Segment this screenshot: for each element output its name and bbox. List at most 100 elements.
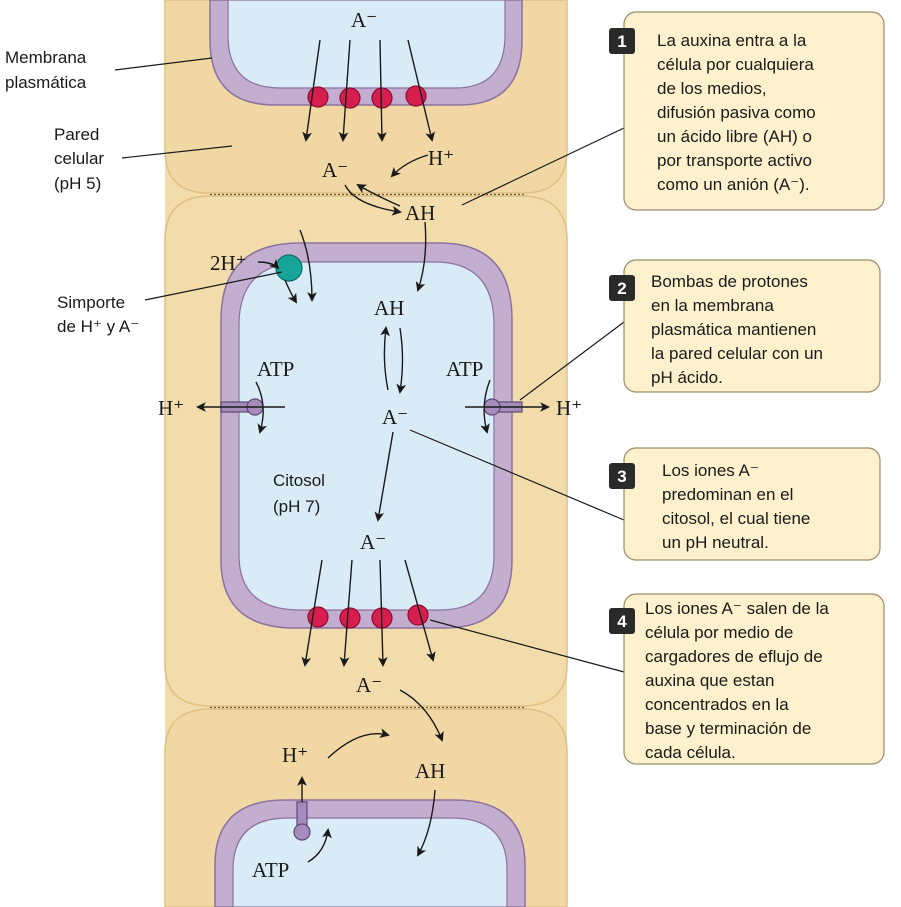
callout-3: 3 Los iones A⁻ predominan en el citosol,… (609, 447, 881, 561)
callout-number: 1 (617, 32, 626, 51)
arrow-atp-left (255, 381, 267, 434)
callout-line: Los iones A⁻ salen de la (645, 599, 829, 618)
callout-badge (609, 608, 635, 634)
label-atp-left: ATP (257, 357, 294, 381)
label-a-minus-top: A⁻ (351, 8, 377, 32)
arrow-efflux (339, 559, 353, 667)
callout-line: cargadores de eflujo de (645, 647, 823, 666)
symporter-protein (275, 254, 303, 282)
callout-number: 4 (617, 612, 627, 631)
arrow-efflux (377, 559, 388, 667)
middle-cell-cytosol (238, 261, 495, 611)
callout-line: Los iones A⁻ (662, 461, 759, 480)
arrow-a-to-ah-cyto (380, 326, 390, 391)
label-h-plus-left: H⁺ (158, 396, 184, 420)
leader-callout-3 (409, 429, 625, 521)
leader-symport (144, 271, 283, 301)
leader-lines (114, 57, 625, 673)
efflux-carrier (405, 85, 427, 107)
label-atp-right: ATP (446, 357, 483, 381)
callout-line: predominan en el (662, 485, 793, 504)
callout-line: un ácido libre (AH) o (657, 127, 812, 146)
label-a-minus-lower: A⁻ (360, 530, 386, 554)
callout-badge (609, 275, 635, 301)
arrow-ah-to-a-cyto (396, 327, 407, 394)
callout-line: concentrados en la (645, 695, 789, 714)
label-h-plus-wall: H⁺ (428, 146, 454, 170)
label-atp-bottom: ATP (252, 858, 289, 882)
callout-1: 1 La auxina entra a la célula por cualqu… (609, 11, 885, 211)
callout-number: 3 (617, 467, 626, 486)
label-simporte: Simporte (57, 293, 125, 312)
arrow-h-to-a-bottom (327, 728, 390, 759)
callout-line: difusión pasiva como (657, 103, 816, 122)
callout-line: citosol, el cual tiene (662, 509, 810, 528)
arrow-efflux (301, 559, 323, 667)
label-ah-wall: AH (405, 201, 435, 225)
callout-line: célula por medio de (645, 623, 793, 642)
label-simporte-ions: de H⁺ y A⁻ (57, 317, 139, 336)
label-membrana: Membrana (5, 48, 87, 67)
arrow-efflux (338, 39, 351, 142)
label-a-minus-cytosol: A⁻ (382, 405, 408, 429)
callout-4: 4 Los iones A⁻ salen de la célula por me… (609, 593, 885, 765)
arrow-atp-right (480, 379, 491, 434)
callout-box (623, 447, 881, 561)
callout-line: de los medios, (657, 79, 767, 98)
label-citosol: Citosol (273, 471, 325, 490)
label-2h-plus: 2H⁺ (210, 251, 247, 275)
arrow-h-plus (390, 154, 429, 178)
arrow-ah-diffusion (415, 221, 427, 292)
callout-line: cada célula. (645, 743, 736, 762)
callout-line: la pared celular con un (651, 344, 823, 363)
callout-line: pH ácido. (651, 368, 723, 387)
label-plasmatica: plasmática (5, 73, 87, 92)
leader-callout-1 (461, 127, 625, 206)
arrow-symport-in (299, 229, 317, 302)
arrow-ah-to-a (356, 184, 401, 207)
label-h-plus-right: H⁺ (556, 396, 582, 420)
callout-number: 2 (617, 279, 626, 298)
callout-line: base y terminación de (645, 719, 811, 738)
callout-box (623, 593, 885, 765)
arrow-ah-into-bottom (417, 789, 436, 857)
callout-line: en la membrana (651, 296, 774, 315)
bottom-cell (214, 799, 526, 907)
arrow-a-down (374, 431, 394, 522)
arrow-a-to-ah-bottom (399, 689, 444, 742)
callout-line: célula por cualquiera (657, 55, 814, 74)
label-ah-bottom: AH (415, 759, 445, 783)
top-cell (209, 0, 523, 106)
label-pared: Pared (54, 125, 99, 144)
leader-callout-4 (429, 619, 625, 673)
callout-line: La auxina entra a la (657, 31, 807, 50)
leader-callout-2 (519, 321, 625, 401)
arrow-2h-to-symporter (257, 258, 280, 270)
arrow-efflux (404, 559, 436, 662)
callout-line: plasmática mantienen (651, 320, 816, 339)
callout-box (623, 259, 881, 393)
middle-cell (220, 242, 513, 629)
label-celular: celular (54, 149, 104, 168)
callout-badge (609, 463, 635, 489)
callout-line: por transporte activo (657, 151, 812, 170)
callout-box (623, 11, 885, 211)
callout-line: auxina que estan (645, 671, 775, 690)
arrow-a-to-ah (344, 184, 402, 216)
callout-badge (609, 28, 635, 54)
chemical-labels: A⁻ A⁻ H⁺ AH 2H⁺ AH ATP ATP H⁺ H⁺ A⁻ A⁻ A… (158, 8, 582, 882)
arrow-symport-in (284, 279, 298, 304)
arrow-efflux (302, 39, 321, 142)
side-labels: Membrana plasmática Pared celular (pH 5)… (5, 48, 325, 516)
top-cell-cytosol (227, 0, 506, 89)
arrow-efflux (376, 39, 387, 142)
callout-line: un pH neutral. (662, 533, 769, 552)
label-ph7: (pH 7) (273, 497, 320, 516)
label-h-plus-bottom: H⁺ (282, 743, 308, 767)
arrow-atp-bottom (307, 828, 332, 863)
efflux-carrier (339, 607, 361, 629)
callout-line: como un anión (A⁻). (657, 175, 810, 194)
leader-wall (121, 145, 233, 159)
